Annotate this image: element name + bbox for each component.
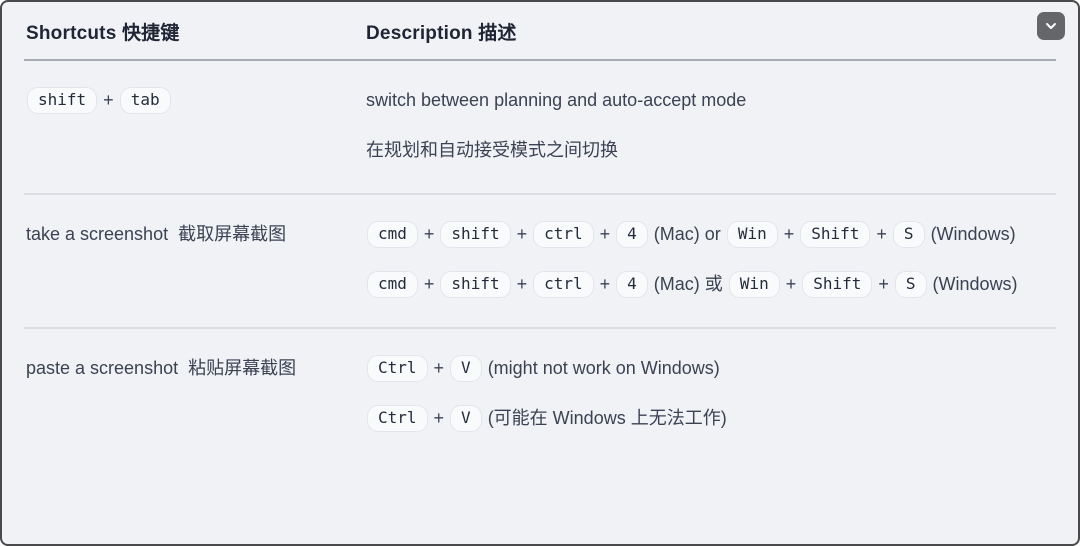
description-cell: Ctrl + V (might not work on Windows)Ctrl… — [366, 350, 1054, 436]
key-cap: cmd — [367, 271, 418, 298]
key-cap: Ctrl — [367, 405, 428, 432]
description-line: switch between planning and auto-accept … — [366, 82, 1054, 118]
description-line: cmd + shift + ctrl + 4 (Mac) or Win + Sh… — [366, 216, 1054, 252]
column-header-description: Description 描述 — [366, 23, 517, 44]
key-cap: 4 — [616, 221, 648, 248]
key-cap: V — [450, 405, 482, 432]
text-segment: + — [871, 224, 892, 244]
key-cap: ctrl — [533, 271, 594, 298]
key-cap: Win — [728, 271, 780, 298]
text-segment: + — [594, 224, 616, 244]
shortcut-line: shift + tab — [26, 82, 342, 118]
text-segment: (might not work on Windows) — [482, 358, 720, 378]
text-segment: + — [511, 274, 533, 294]
key-cap: Shift — [800, 221, 871, 248]
key-cap: shift — [440, 271, 511, 298]
shortcut-cell: take a screenshot 截取屏幕截图 — [26, 216, 366, 302]
shortcut-line: paste a screenshot 粘贴屏幕截图 — [26, 350, 342, 386]
key-cap: 4 — [616, 271, 648, 298]
text-segment: + — [98, 90, 119, 110]
text-segment: (Mac) or — [648, 224, 726, 244]
collapse-button[interactable] — [1037, 12, 1065, 40]
chevron-down-icon — [1043, 18, 1059, 34]
text-segment: + — [778, 224, 800, 244]
table-row: paste a screenshot 粘贴屏幕截图 Ctrl + V (might… — [24, 327, 1056, 461]
table-header-row: Shortcuts 快捷键 Description 描述 — [24, 2, 1056, 61]
text-segment: 在规划和自动接受模式之间切换 — [366, 140, 618, 160]
key-cap: shift — [440, 221, 511, 248]
shortcut-line: take a screenshot 截取屏幕截图 — [26, 216, 342, 252]
key-cap: S — [892, 221, 925, 248]
key-cap: tab — [119, 87, 171, 114]
text-segment: + — [418, 274, 440, 294]
key-cap: shift — [27, 87, 98, 114]
text-segment: take a screenshot 截取屏幕截图 — [26, 224, 287, 244]
description-line: 在规划和自动接受模式之间切换 — [366, 132, 1054, 168]
description-line: Ctrl + V (可能在 Windows 上无法工作) — [366, 400, 1054, 436]
key-cap: ctrl — [533, 221, 594, 248]
text-segment: + — [428, 408, 450, 428]
text-segment: + — [428, 358, 450, 378]
description-line: Ctrl + V (might not work on Windows) — [366, 350, 1054, 386]
shortcuts-table: Shortcuts 快捷键 Description 描述 shift + tab… — [2, 2, 1078, 461]
table-row: shift + tab switch between planning and a… — [24, 61, 1056, 193]
text-segment: paste a screenshot 粘贴屏幕截图 — [26, 358, 297, 378]
text-segment: switch between planning and auto-accept … — [366, 90, 747, 110]
text-segment: + — [873, 274, 894, 294]
key-cap: V — [450, 355, 482, 382]
text-segment: + — [780, 274, 802, 294]
table-row: take a screenshot 截取屏幕截图 cmd + shift + ct… — [24, 193, 1056, 327]
key-cap: Win — [726, 221, 778, 248]
text-segment: (Windows) — [927, 274, 1018, 294]
text-segment: (Windows) — [925, 224, 1016, 244]
text-segment: (Mac) 或 — [648, 274, 728, 294]
text-segment: + — [511, 224, 533, 244]
column-header-shortcuts: Shortcuts 快捷键 — [26, 23, 180, 44]
key-cap: S — [894, 271, 927, 298]
key-cap: Shift — [802, 271, 873, 298]
description-line: cmd + shift + ctrl + 4 (Mac) 或 Win + Shi… — [366, 266, 1054, 302]
text-segment: + — [418, 224, 440, 244]
key-cap: cmd — [367, 221, 418, 248]
shortcut-cell: shift + tab — [26, 82, 366, 168]
text-segment: + — [594, 274, 616, 294]
description-cell: switch between planning and auto-accept … — [366, 82, 1054, 168]
description-cell: cmd + shift + ctrl + 4 (Mac) or Win + Sh… — [366, 216, 1054, 302]
text-segment: (可能在 Windows 上无法工作) — [482, 408, 727, 428]
table-body: shift + tab switch between planning and a… — [24, 61, 1056, 461]
key-cap: Ctrl — [367, 355, 428, 382]
shortcut-cell: paste a screenshot 粘贴屏幕截图 — [26, 350, 366, 436]
